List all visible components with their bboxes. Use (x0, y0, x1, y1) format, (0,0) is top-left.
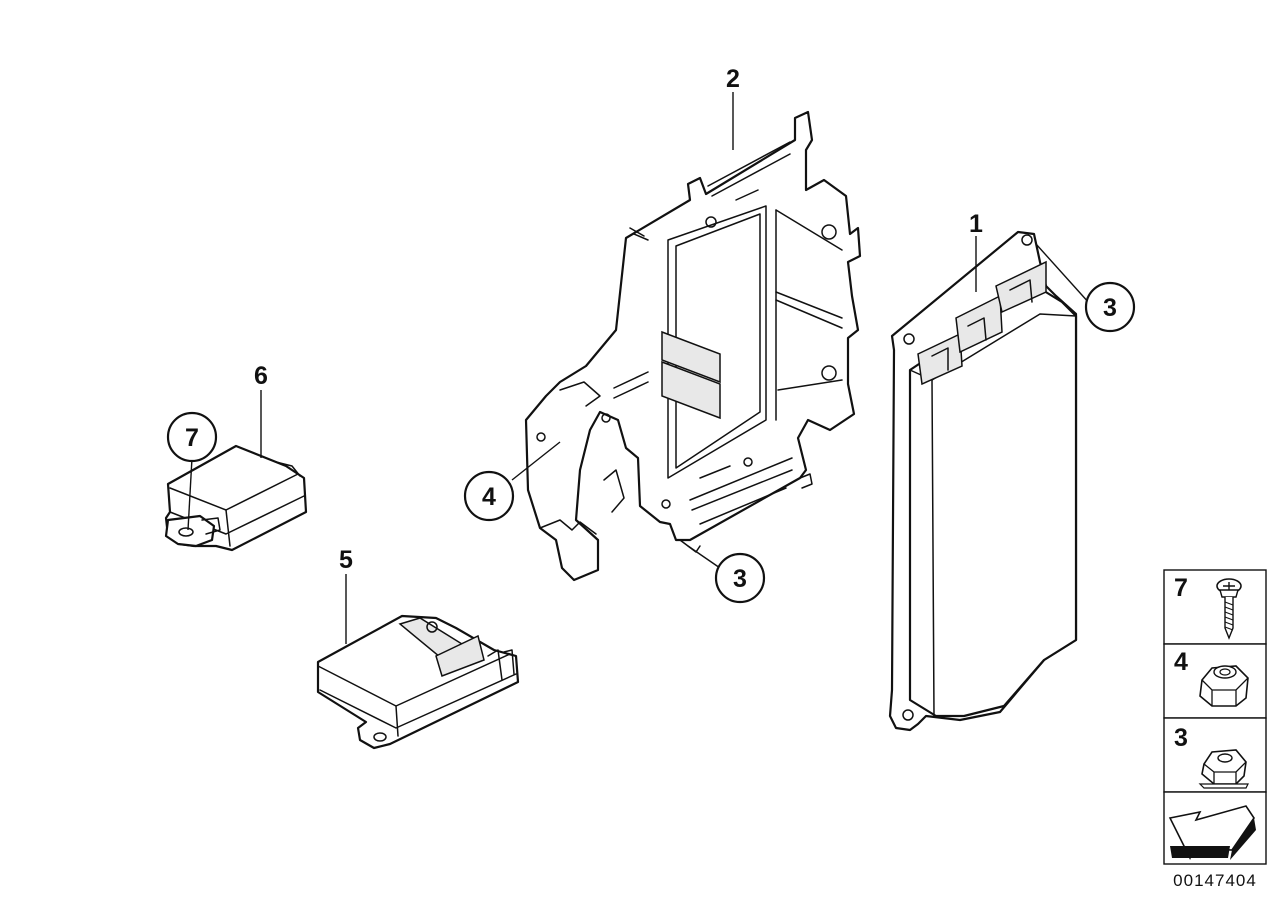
legend-cell-7 (1163, 569, 1267, 645)
fastener-legend: 7 4 3 (1163, 569, 1267, 865)
nut-icon (1199, 665, 1249, 707)
arrow-icon (1168, 805, 1256, 860)
legend-number-4: 4 (1174, 648, 1188, 676)
callout-circle-7 (166, 411, 218, 463)
callout-part-3-upper: 3 (1103, 294, 1117, 322)
callout-circle-3-upper (1084, 281, 1136, 333)
callout-part-1: 1 (969, 210, 983, 238)
callout-circle-3-lower (714, 552, 766, 604)
diagram-number: 00147404 (1173, 871, 1257, 890)
callout-labels: 1 2 5 6 3 3 4 7 (166, 65, 1136, 604)
callout-part-6: 6 (254, 362, 268, 390)
control-unit-part-1 (888, 230, 1078, 732)
mounting-bracket-part-2 (524, 110, 862, 582)
screw-icon (1216, 578, 1242, 640)
sensor-module-part-5 (316, 614, 520, 750)
legend-number-3: 3 (1174, 724, 1188, 752)
callout-part-5: 5 (339, 546, 353, 574)
callout-part-3-lower: 3 (733, 565, 747, 593)
leader-lines (187, 92, 1091, 644)
callout-part-4: 4 (482, 483, 496, 511)
callout-circle-4 (463, 470, 515, 522)
callout-part-2: 2 (726, 65, 740, 93)
callout-part-7: 7 (185, 424, 199, 452)
legend-number-7: 7 (1174, 574, 1188, 602)
nut-icon (1198, 749, 1249, 789)
sensor-module-part-6 (164, 444, 308, 552)
